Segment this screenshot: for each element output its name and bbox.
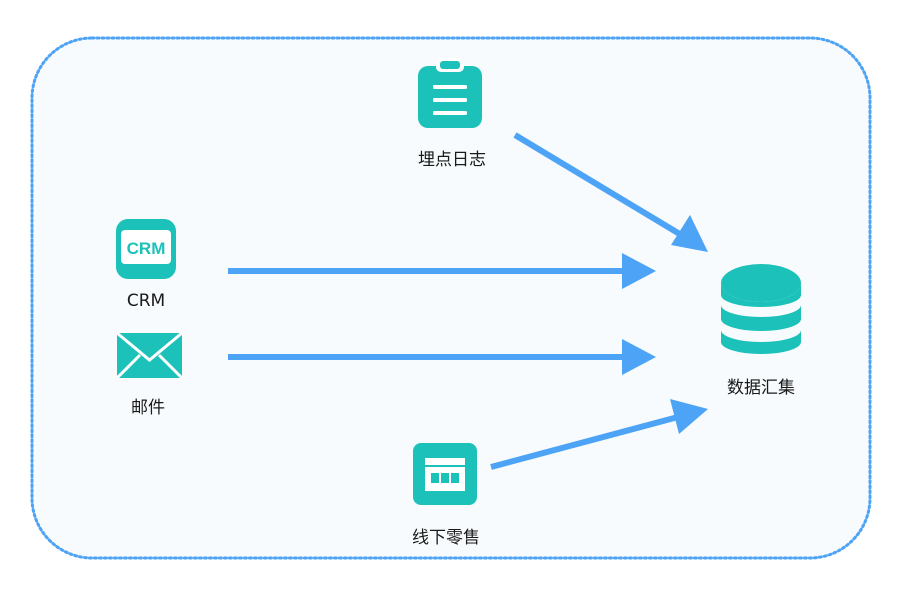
arrow-crm-to-aggregation	[228, 253, 656, 289]
arrow-retail-to-aggregation	[490, 399, 708, 470]
offline-retail-label: 线下零售	[412, 528, 480, 548]
database-icon	[721, 264, 801, 354]
envelope-icon	[115, 331, 184, 380]
email-label: 邮件	[131, 398, 165, 418]
tracking-log-label: 埋点日志	[418, 150, 486, 170]
source-container	[30, 36, 872, 560]
crm-icon-text: CRM	[127, 239, 166, 258]
arrow-email-to-aggregation	[228, 339, 656, 375]
arrow-tracking-to-aggregation	[513, 132, 708, 252]
clipboard-icon	[418, 58, 482, 128]
crm-icon: CRM	[116, 219, 176, 279]
storefront-icon	[413, 443, 477, 505]
crm-label: CRM	[126, 291, 166, 311]
aggregation-label: 数据汇集	[727, 378, 795, 398]
